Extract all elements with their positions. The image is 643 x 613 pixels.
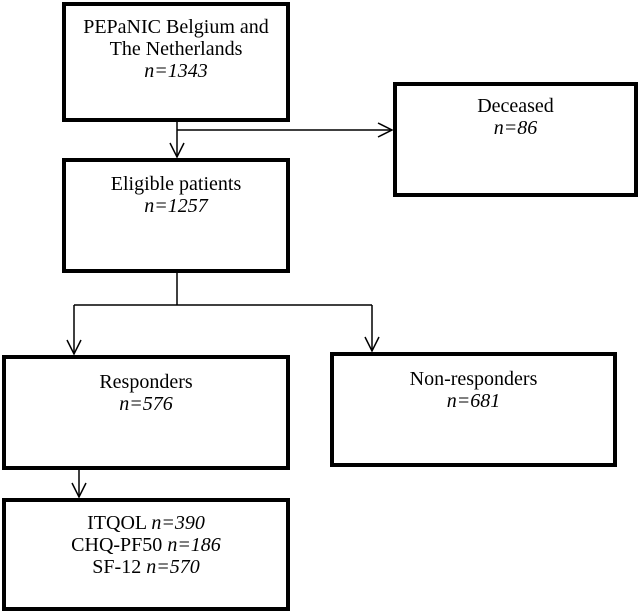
deceased-label: Deceased xyxy=(477,95,554,117)
instrument-chq-pf50: CHQ-PF50 n=186 xyxy=(6,534,286,556)
eligible-patients-box: Eligible patients n=1257 xyxy=(62,158,290,273)
instrument-itqol: ITQOL n=390 xyxy=(6,512,286,534)
instrument-chq-pf50-label: CHQ-PF50 xyxy=(71,534,168,556)
instrument-itqol-label: ITQOL xyxy=(87,512,152,534)
source-title-line2: The Netherlands xyxy=(109,38,243,60)
eligible-count: n=1257 xyxy=(144,195,208,217)
deceased-box: Deceased n=86 xyxy=(393,82,638,197)
arrowhead-instruments xyxy=(71,482,87,499)
arrowhead-nonresponders xyxy=(364,336,380,353)
eligible-label: Eligible patients xyxy=(110,173,242,195)
arrowhead-deceased xyxy=(377,122,394,138)
source-count: n=1343 xyxy=(144,60,208,82)
source-population-box: PEPaNIC Belgium and The Netherlands n=13… xyxy=(62,2,290,122)
instrument-chq-pf50-count: n=186 xyxy=(167,534,221,556)
nonresponders-count: n=681 xyxy=(446,390,501,412)
instrument-sf12-count: n=570 xyxy=(146,556,200,578)
arrowhead-responders xyxy=(66,339,82,356)
instrument-itqol-count: n=390 xyxy=(151,512,205,534)
nonresponders-label: Non-responders xyxy=(409,368,538,390)
non-responders-box: Non-responders n=681 xyxy=(330,352,617,467)
arrowhead-eligible xyxy=(169,142,185,159)
instrument-sf12: SF-12 n=570 xyxy=(6,556,286,578)
responders-count: n=576 xyxy=(119,393,173,415)
source-title-line1: PEPaNIC Belgium and xyxy=(83,16,269,38)
questionnaire-instruments-box: ITQOL n=390 CHQ-PF50 n=186 SF-12 n=570 xyxy=(2,498,290,611)
instrument-sf12-label: SF-12 xyxy=(92,556,147,578)
responders-label: Responders xyxy=(99,371,193,393)
deceased-count: n=86 xyxy=(493,117,538,139)
responders-box: Responders n=576 xyxy=(2,355,290,470)
